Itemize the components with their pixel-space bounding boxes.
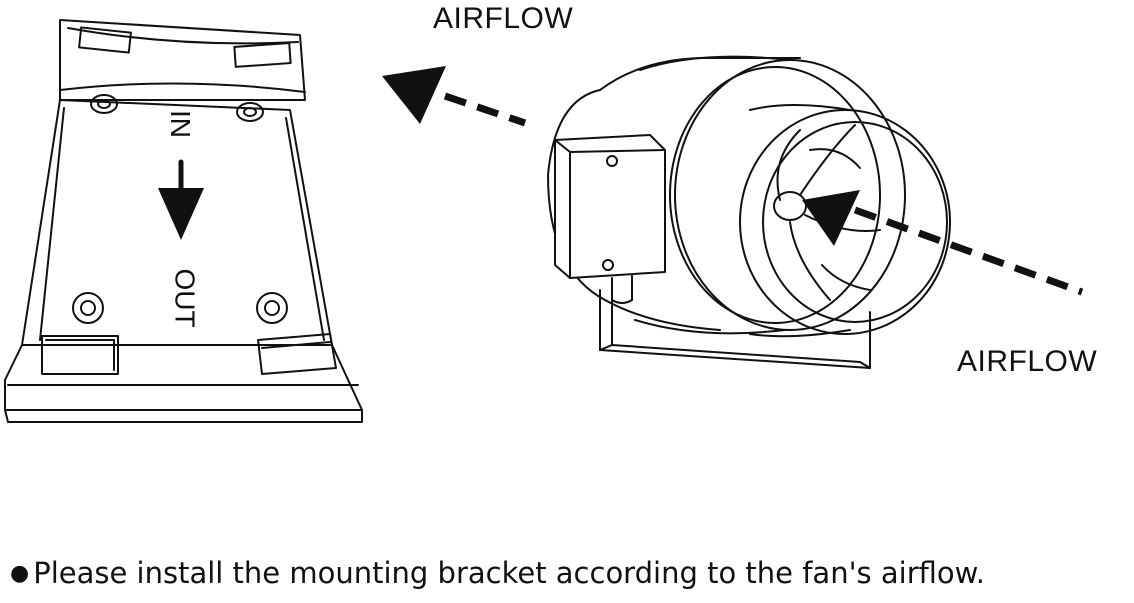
bracket-top-tab-right <box>233 42 292 68</box>
fan-impeller <box>773 124 881 301</box>
bullet-icon: ● <box>10 561 30 586</box>
airflow-label-bottom: AIRFLOW <box>957 345 1098 378</box>
dashed-arrow-icon-bottom <box>802 190 1084 296</box>
bracket-screw-bottom-right <box>256 292 288 324</box>
dashed-arrow-icon-top <box>382 66 527 127</box>
bracket-screw-top-right <box>236 102 264 122</box>
fan-junction-box <box>554 134 666 304</box>
fan-outlet-collar-inner <box>762 121 948 323</box>
bracket-top-flange-inner <box>67 27 299 45</box>
bracket-screw-top-left <box>90 94 118 114</box>
instruction-caption: ●Please install the mounting bracket acc… <box>10 556 985 590</box>
airflow-label-top: AIRFLOW <box>433 2 574 35</box>
bracket-screw-bottom-left <box>72 292 104 324</box>
diagram: AIRFLOW AIRFLOW IN OUT <box>4 2 1098 423</box>
mounting-bracket <box>4 19 363 423</box>
caption-text: Please install the mounting bracket acco… <box>33 556 985 590</box>
bracket-in-label: IN <box>165 110 196 138</box>
down-arrow-icon <box>158 159 204 240</box>
fan-mounting-foot <box>599 289 871 369</box>
bracket-out-label: OUT <box>169 268 201 328</box>
bracket-plate-edge <box>39 107 65 341</box>
bracket-top-flange-lower <box>59 82 306 93</box>
bracket-base <box>4 344 363 411</box>
bracket-top-tab-left <box>78 26 132 54</box>
bracket-base-tab-left <box>41 335 119 375</box>
bracket-top-flange <box>59 19 306 101</box>
bracket-base-tab-right <box>257 333 337 375</box>
diagram-drawing <box>4 19 1084 423</box>
inline-fan <box>547 55 951 369</box>
